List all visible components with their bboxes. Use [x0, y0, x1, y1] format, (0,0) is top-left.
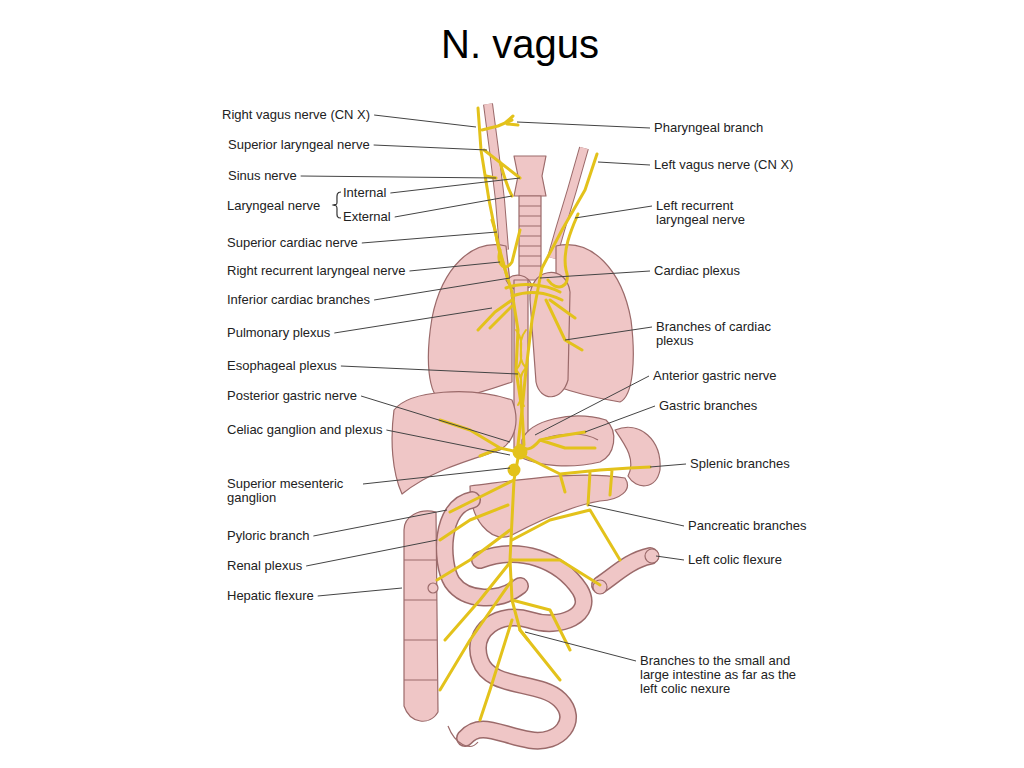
part-label: Superior cardiac nerve: [227, 236, 358, 250]
part-label: Branches of cardiac plexus: [656, 320, 788, 348]
part-label: Renal plexus: [227, 559, 302, 573]
part-label: Left colic flexure: [688, 553, 782, 567]
leader-lines: [301, 115, 686, 661]
part-label: Gastric branches: [659, 399, 757, 413]
part-label: Superior laryngeal nerve: [228, 138, 370, 152]
part-label: Posterior gastric nerve: [227, 389, 357, 403]
part-label: Right vagus nerve (CN X): [222, 108, 370, 122]
title-area: N. vagus: [0, 22, 1024, 67]
part-label: Right recurrent laryngeal nerve: [227, 264, 405, 278]
part-label: Laryngeal nerve: [227, 199, 320, 213]
part-label: Sinus nerve: [228, 169, 297, 183]
part-label: Left vagus nerve (CN X): [654, 158, 793, 172]
part-label: Pulmonary plexus: [227, 326, 330, 340]
part-label: Inferior cardiac branches: [227, 293, 370, 307]
part-label: External: [343, 210, 391, 224]
part-label: Pancreatic branches: [688, 519, 807, 533]
part-label: Branches to the small and large intestin…: [640, 654, 812, 696]
part-label: Cardiac plexus: [654, 264, 740, 278]
bracket: [333, 192, 341, 218]
part-label: Hepatic flexure: [227, 589, 314, 603]
part-label: Internal: [343, 186, 386, 200]
diagram-title: N. vagus: [441, 22, 599, 67]
part-label: Esophageal plexus: [227, 359, 337, 373]
part-label: Pyloric branch: [227, 529, 309, 543]
part-label: Splenic branches: [690, 457, 790, 471]
part-label: Celiac ganglion and plexus: [227, 423, 382, 437]
part-label: Superior mesenteric ganglion: [227, 477, 359, 505]
part-label: Pharyngeal branch: [654, 121, 763, 135]
part-label: Anterior gastric nerve: [653, 369, 777, 383]
part-label: Left recurrent laryngeal nerve: [656, 199, 761, 227]
